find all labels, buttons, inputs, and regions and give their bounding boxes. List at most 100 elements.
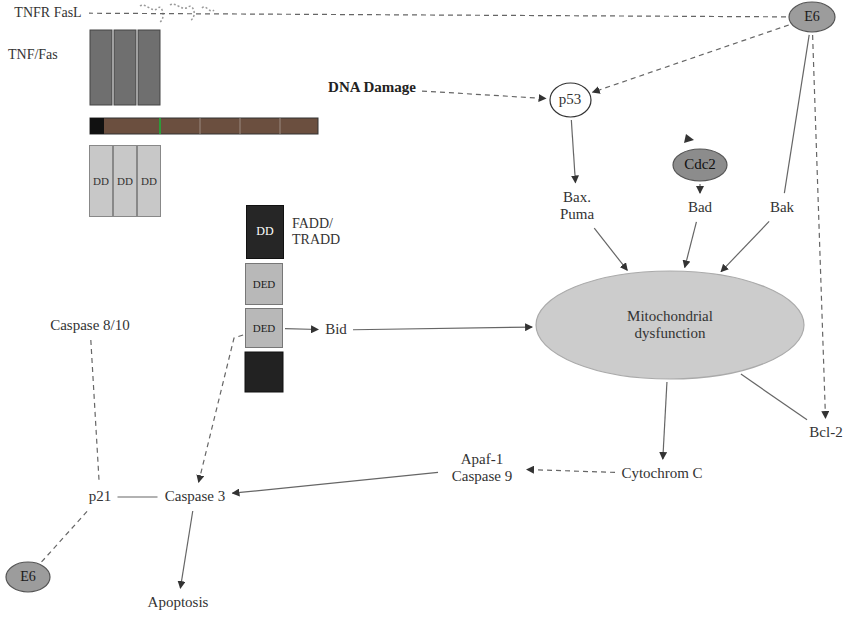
node-text: DD [117, 175, 133, 188]
text-wrap: DED [253, 322, 276, 335]
receptor-chain [138, 30, 160, 105]
text-wrap: Apoptosis [148, 594, 209, 611]
text-wrap: Bid [325, 321, 347, 338]
stimulus-label: DNA Damage [324, 76, 420, 100]
node-text: E6 [20, 569, 36, 585]
pathway-arrow [571, 120, 575, 183]
pathway-arrow [353, 327, 532, 330]
connector-line [42, 511, 88, 562]
text-wrap: Caspase 8/10 [50, 317, 130, 334]
protein-label: Apaf-1 Caspase 9 [440, 448, 524, 489]
pathway-arrow [699, 184, 700, 193]
text-wrap: TNFR FasL [14, 5, 81, 21]
protein-label: Caspase 8/10 [46, 314, 134, 338]
node-text: DD [141, 175, 157, 188]
text-wrap: Bad [688, 199, 712, 216]
pathway-arrow [285, 328, 318, 330]
text-wrap: Mitochondrial dysfunction [595, 308, 745, 343]
node-text: Bak [770, 199, 794, 216]
protein-label: Bid [321, 318, 351, 342]
connector-line [784, 35, 809, 193]
text-wrap: DD [117, 175, 133, 188]
receptor-boxes [90, 30, 160, 105]
death-domain: DD [137, 145, 161, 217]
receptor-label: TNF/Fas [8, 47, 58, 63]
node-text: DNA Damage [328, 79, 416, 96]
ellipse-shape [550, 83, 591, 117]
node-text: Bad [688, 199, 712, 216]
node-text: E6 [804, 9, 820, 25]
protein-label: Bad [684, 196, 717, 220]
death-domain: DD [113, 145, 137, 217]
node-text: Apaf-1 Caspase 9 [444, 451, 520, 486]
effector-domain: DED [245, 263, 283, 305]
connector-line [91, 340, 99, 482]
protein-label: Bak [766, 196, 799, 220]
node-text: TNFR FasL [14, 5, 81, 21]
membrane-band [90, 118, 318, 134]
protein-label: Caspase 3 [161, 485, 230, 509]
protein-label: Bax. Puma [550, 186, 604, 227]
ligand-label: TNFR FasL [10, 2, 86, 25]
pathway-arrow [593, 25, 789, 92]
node-text: DED [253, 278, 276, 291]
node-text: p53 [559, 91, 582, 108]
text-wrap: p53 [559, 91, 582, 108]
connector-line [741, 374, 807, 420]
node-text: p21 [89, 488, 112, 505]
connector-line [89, 13, 786, 17]
ellipse-shape [6, 562, 50, 592]
ligand-squiggle [202, 7, 214, 11]
membrane-mark [159, 118, 161, 134]
text-wrap: DD [93, 175, 109, 188]
text-wrap: Apaf-1 Caspase 9 [444, 451, 520, 486]
pathway-arrow [663, 382, 667, 459]
protein-label: Cytochrom C [617, 462, 707, 486]
node-text: Bid [325, 321, 347, 338]
text-wrap: DNA Damage [328, 79, 416, 96]
membrane [90, 118, 318, 134]
node-text: Caspase 3 [165, 488, 225, 505]
connector-line [118, 496, 158, 497]
protein-circle: p53 [549, 82, 592, 118]
membrane-segment [200, 118, 201, 134]
text-wrap: Cdc2 [684, 156, 716, 173]
node-text: Apoptosis [148, 594, 209, 611]
ellipse-shape [536, 271, 804, 379]
pathway-arrow [199, 335, 243, 482]
mitochondria-ellipse: Mitochondrial dysfunction [535, 270, 805, 380]
viral-protein: E6 [5, 561, 51, 593]
ellipse-shape [673, 149, 727, 181]
text-wrap: E6 [20, 569, 36, 585]
adaptor-death-domain: DD [246, 205, 284, 259]
text-wrap: DD [141, 175, 157, 188]
text-wrap: Cytochrom C [621, 465, 702, 482]
membrane-end [90, 118, 104, 134]
protein-label: Bcl-2 [805, 421, 847, 445]
pathway-arrow [813, 35, 826, 418]
pathway-arrow [527, 470, 615, 473]
ellipse-shape [789, 2, 835, 32]
pathway-arrow [422, 91, 546, 98]
node-text: Cdc2 [684, 156, 716, 173]
membrane-segment [240, 118, 241, 134]
node-text: DD [256, 225, 273, 239]
outcome-label: Apoptosis [144, 591, 213, 615]
caspase-body [245, 352, 283, 392]
effector-domain: DED [245, 308, 283, 348]
kinase-ellipse: Cdc2 [672, 148, 728, 182]
protein-label: p21 [85, 485, 116, 509]
pathway-arrow [721, 221, 769, 271]
pathway-arrow [594, 228, 627, 270]
ligand-squiggle [170, 4, 194, 21]
text-wrap: DD [256, 225, 273, 239]
text-wrap: DED [253, 278, 276, 291]
arrow-head-symbol [684, 134, 694, 143]
viral-protein: E6 [788, 1, 836, 33]
text-wrap: Bak [770, 199, 794, 216]
pathway-arrow [685, 222, 697, 267]
receptor-chain [90, 30, 112, 105]
pathway-arrow [180, 511, 192, 588]
text-wrap: p21 [89, 488, 112, 505]
receptor-chain [114, 30, 136, 105]
